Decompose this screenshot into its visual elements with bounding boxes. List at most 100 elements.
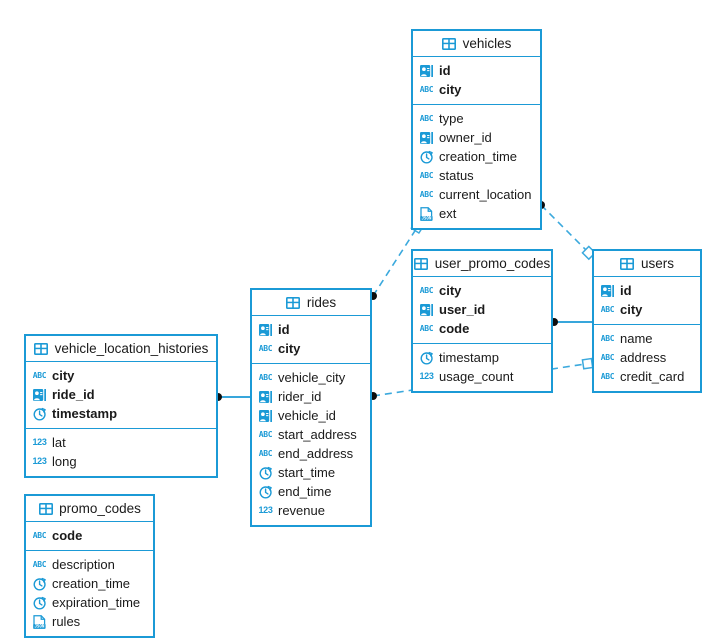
primary-key-group: ABC city ride_id timestamp bbox=[26, 362, 216, 428]
column-name: ride_id bbox=[52, 387, 95, 402]
table-grid-icon bbox=[620, 256, 635, 271]
column-row[interactable]: id bbox=[594, 281, 700, 300]
column-row[interactable]: ABC code bbox=[26, 526, 153, 545]
id-card-icon bbox=[258, 389, 273, 404]
column-row[interactable]: creation_time bbox=[413, 147, 540, 166]
column-name: code bbox=[439, 321, 470, 336]
column-name: lat bbox=[52, 435, 66, 450]
table-header[interactable]: rides bbox=[252, 290, 370, 316]
column-row[interactable]: timestamp bbox=[413, 348, 551, 367]
table-title: users bbox=[640, 255, 674, 271]
table-header[interactable]: vehicle_location_histories bbox=[26, 336, 216, 362]
column-name: rules bbox=[52, 614, 81, 629]
column-name: description bbox=[52, 557, 115, 572]
table-header[interactable]: vehicles bbox=[413, 31, 540, 57]
123-number-icon: 123 bbox=[419, 371, 434, 381]
table-grid-icon bbox=[34, 341, 49, 356]
column-row[interactable]: start_time bbox=[252, 463, 370, 482]
table-grid-icon bbox=[414, 256, 429, 271]
column-row[interactable]: id bbox=[252, 320, 370, 339]
table-header[interactable]: promo_codes bbox=[26, 496, 153, 522]
clock-icon bbox=[419, 350, 434, 365]
column-name: city bbox=[439, 82, 462, 97]
clock-icon bbox=[32, 406, 47, 421]
123-number-icon: 123 bbox=[258, 505, 273, 515]
svg-text:JSON: JSON bbox=[421, 215, 431, 220]
column-row[interactable]: expiration_time bbox=[26, 593, 153, 612]
abc-text-icon: ABC bbox=[258, 372, 273, 382]
column-group: timestamp 123 usage_count bbox=[413, 343, 551, 391]
abc-text-icon: ABC bbox=[32, 370, 47, 380]
column-name: city bbox=[52, 368, 75, 383]
abc-text-icon: ABC bbox=[258, 429, 273, 439]
column-row[interactable]: rider_id bbox=[252, 387, 370, 406]
abc-text-icon: ABC bbox=[600, 371, 615, 381]
column-row[interactable]: end_time bbox=[252, 482, 370, 501]
abc-text-icon: ABC bbox=[32, 559, 47, 569]
column-row[interactable]: ride_id bbox=[26, 385, 216, 404]
column-row[interactable]: 123 revenue bbox=[252, 501, 370, 520]
relationship-user_promo_codes-to-users[interactable] bbox=[550, 318, 592, 326]
table-title: rides bbox=[306, 294, 337, 310]
column-name: timestamp bbox=[439, 350, 499, 365]
table-header[interactable]: users bbox=[594, 251, 700, 277]
column-name: city bbox=[439, 283, 462, 298]
svg-text:JSON: JSON bbox=[34, 623, 44, 628]
column-name: revenue bbox=[278, 503, 325, 518]
column-row[interactable]: timestamp bbox=[26, 404, 216, 423]
column-name: id bbox=[620, 283, 632, 298]
primary-key-group: ABC code bbox=[26, 522, 153, 550]
column-name: usage_count bbox=[439, 369, 514, 384]
abc-text-icon: ABC bbox=[600, 352, 615, 362]
column-name: timestamp bbox=[52, 406, 118, 421]
abc-text-icon: ABC bbox=[419, 170, 434, 180]
column-row[interactable]: ABC city bbox=[413, 80, 540, 99]
column-row[interactable]: owner_id bbox=[413, 128, 540, 147]
column-name: credit_card bbox=[620, 369, 685, 384]
abc-text-icon: ABC bbox=[419, 189, 434, 199]
abc-text-icon: ABC bbox=[419, 113, 434, 123]
abc-text-icon: ABC bbox=[258, 448, 273, 458]
column-name: city bbox=[620, 302, 643, 317]
column-row[interactable]: user_id bbox=[413, 300, 551, 319]
column-row[interactable]: ABC description bbox=[26, 555, 153, 574]
column-row[interactable]: JSON rules bbox=[26, 612, 153, 631]
column-row[interactable]: ABC city bbox=[26, 366, 216, 385]
column-row[interactable]: id bbox=[413, 61, 540, 80]
column-row[interactable]: vehicle_id bbox=[252, 406, 370, 425]
column-row[interactable]: ABC credit_card bbox=[594, 367, 700, 386]
column-name: code bbox=[52, 528, 83, 543]
relationship-vehicle_location_histories-to-rides[interactable] bbox=[214, 393, 250, 401]
abc-text-icon: ABC bbox=[600, 333, 615, 343]
123-number-icon: 123 bbox=[32, 456, 47, 466]
id-card-icon bbox=[32, 387, 47, 402]
abc-text-icon: ABC bbox=[419, 84, 434, 94]
table-header[interactable]: user_promo_codes bbox=[413, 251, 551, 277]
column-row[interactable]: 123 usage_count bbox=[413, 367, 551, 386]
column-row[interactable]: creation_time bbox=[26, 574, 153, 593]
abc-text-icon: ABC bbox=[32, 530, 47, 540]
